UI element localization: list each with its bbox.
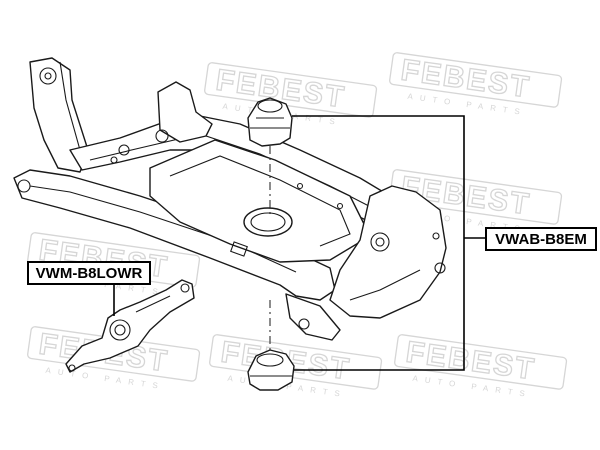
subframe: [13, 57, 447, 341]
label-lower-mount-text: VWM-B8LOWR: [36, 265, 143, 282]
label-engine-mount-text: VWAB-B8EM: [495, 231, 587, 248]
lower-right-arm: [285, 293, 341, 341]
engine-mount-upper: [247, 97, 293, 147]
right-tower: [329, 185, 447, 319]
leader-engine-mount: [292, 115, 486, 371]
lower-mount-part: [65, 279, 195, 373]
front-cross-member: [13, 169, 336, 301]
watermark-7: FEBEST AUTO PARTS: [394, 334, 568, 399]
label-engine-mount: VWAB-B8EM: [485, 227, 597, 251]
upper-left-tower: [157, 81, 213, 143]
mount-opening: [243, 207, 293, 237]
center-frame: [149, 139, 371, 263]
engine-mount-lower: [247, 349, 295, 391]
label-lower-mount: VWM-B8LOWR: [27, 261, 151, 285]
watermark-2: FEBEST AUTO PARTS: [389, 52, 563, 117]
watermark-5: FEBEST AUTO PARTS: [209, 334, 383, 399]
